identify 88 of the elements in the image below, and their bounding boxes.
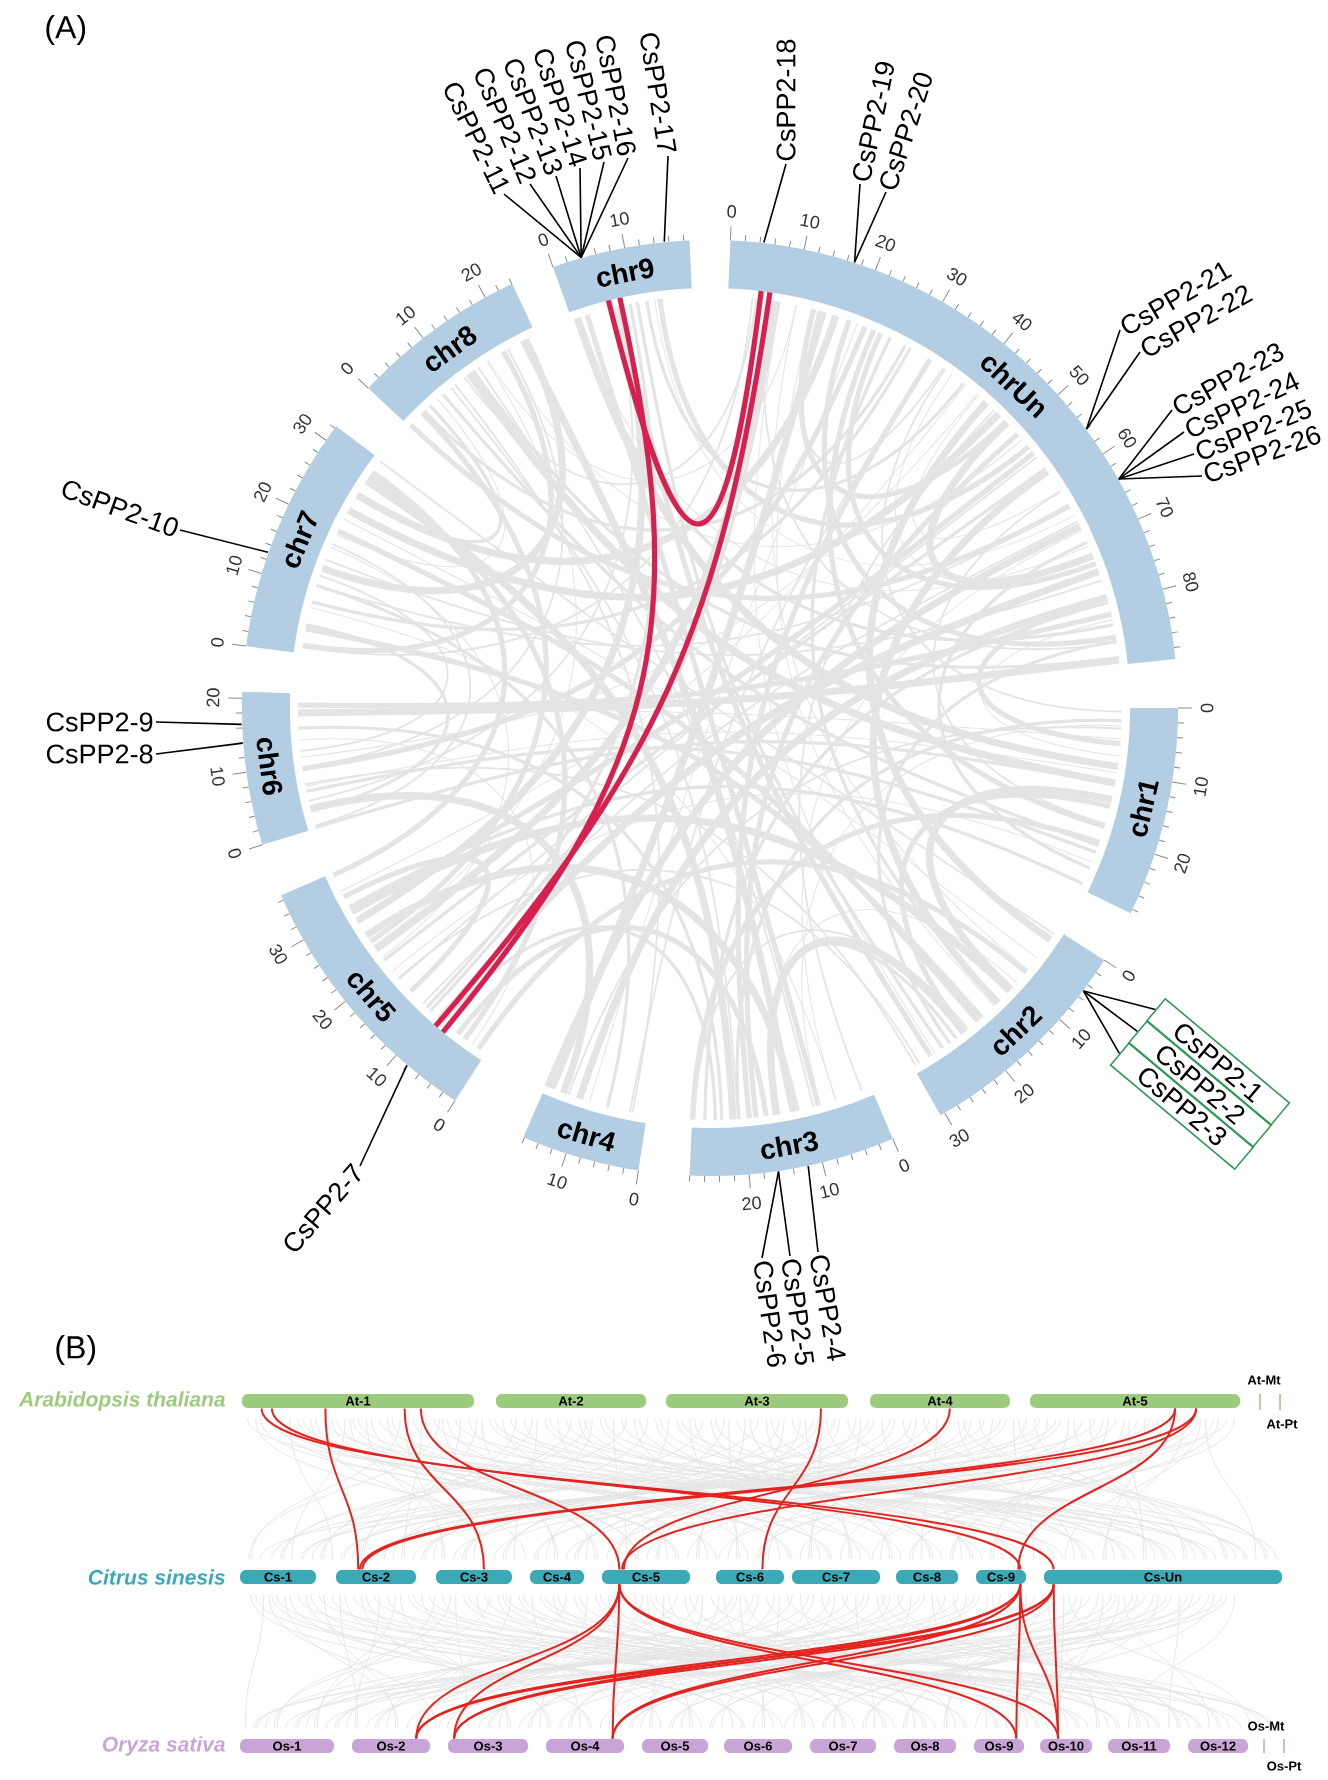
tick-label: 20	[1014, 1084, 1034, 1104]
synteny-link	[433, 291, 773, 1028]
tick-label: 0	[629, 1192, 639, 1206]
leader-line	[853, 183, 861, 264]
tick-label: 80	[1183, 572, 1199, 592]
tick-label: 20	[742, 1196, 761, 1211]
tick-label: 50	[1069, 365, 1089, 385]
gene-label: CsPP2-6	[754, 1261, 786, 1367]
leader-line	[503, 193, 582, 259]
leader-line	[155, 721, 243, 726]
tick-label: 10	[366, 1068, 387, 1086]
tick-label: 10	[820, 1182, 839, 1199]
leader-line	[763, 163, 787, 244]
tick-label: 0	[538, 233, 549, 247]
leader-line	[1085, 351, 1141, 430]
leader-line	[1085, 329, 1121, 430]
leader-line	[1082, 990, 1157, 1011]
leader-line	[359, 1064, 408, 1167]
chromosome-band: chr6	[242, 691, 309, 845]
synteny-link	[419, 1407, 621, 1571]
synteny-link	[1052, 1583, 1060, 1740]
tick-label: 20	[312, 1009, 332, 1029]
synteny-link	[1017, 1407, 1177, 1571]
leader-line	[807, 1165, 819, 1253]
leader-line	[155, 742, 244, 755]
chromosome-band: chr4	[523, 1093, 646, 1171]
tick-label: 70	[1156, 496, 1174, 517]
tick-label: 0	[1200, 703, 1214, 713]
tick-label: 10	[396, 306, 415, 326]
panel-label: (B)	[56, 1335, 96, 1365]
leader-line	[555, 175, 582, 259]
tick-label: 10	[547, 1173, 567, 1189]
tick-label: 30	[269, 944, 287, 964]
tick-label: 0	[211, 637, 224, 647]
leader-line	[663, 155, 669, 243]
species-name: Citrus sinesis	[88, 1569, 225, 1585]
leader-line	[1118, 409, 1173, 480]
leader-line	[1082, 990, 1121, 1055]
tick-label: 0	[341, 362, 353, 375]
leader-line	[1118, 475, 1203, 480]
leader-line	[579, 167, 582, 259]
tick-label: 10	[226, 555, 242, 576]
chromosome-band: chr3	[689, 1094, 893, 1176]
panel-label: (A)	[46, 15, 86, 45]
leader-line	[529, 183, 582, 259]
synteny-link	[605, 290, 764, 526]
synteny-link	[403, 1407, 485, 1571]
tick-label: 0	[434, 1118, 445, 1131]
synteny-link	[440, 297, 657, 1034]
gene-label: CsPP2-17	[640, 33, 677, 152]
leader-line	[1082, 990, 1139, 1033]
tick-label: 20	[254, 482, 271, 503]
tick-label: 0	[899, 1159, 910, 1172]
tick-label: 20	[461, 263, 481, 282]
leader-line	[1118, 453, 1195, 480]
tick-label: 10	[210, 767, 225, 786]
gene-label: CsPP2-8	[46, 744, 153, 764]
gene-label: CsPP2-18	[776, 39, 796, 161]
tick-label: 30	[949, 1129, 969, 1147]
synteny-link	[621, 1407, 1198, 1571]
leader-line	[777, 1170, 791, 1257]
gene-label: CsPP2-4	[810, 1255, 846, 1361]
tick-label: 10	[1072, 1029, 1091, 1050]
tick-label: 20	[875, 235, 896, 252]
tick-label: 10	[1193, 777, 1208, 797]
tick-label: 0	[228, 848, 242, 858]
tick-label: 10	[800, 214, 820, 229]
tick-label: 60	[1118, 428, 1137, 448]
gene-label: CsPP2-9	[46, 712, 153, 732]
leader-line	[580, 161, 605, 259]
tick-label: 40	[1012, 313, 1032, 331]
tick-label: 0	[727, 205, 737, 218]
tick-label: 20	[206, 688, 220, 707]
leader-line	[761, 1170, 780, 1259]
leader-line	[580, 157, 629, 259]
chromosome-band: chr9	[553, 240, 692, 313]
tick-label: 0	[1122, 970, 1135, 982]
synteny-link	[324, 1407, 360, 1571]
gene-label: CsPP2-5	[782, 1259, 815, 1365]
synteny-link	[761, 1407, 822, 1571]
tick-label: 10	[610, 212, 629, 227]
leader-line	[1118, 431, 1185, 480]
synteny-link	[622, 1407, 951, 1571]
tick-label: 20	[1174, 853, 1191, 874]
tick-label: 30	[947, 268, 967, 286]
leader-line	[179, 529, 269, 554]
leader-line	[853, 191, 887, 264]
species-name: Oryza sativa	[102, 1736, 225, 1756]
